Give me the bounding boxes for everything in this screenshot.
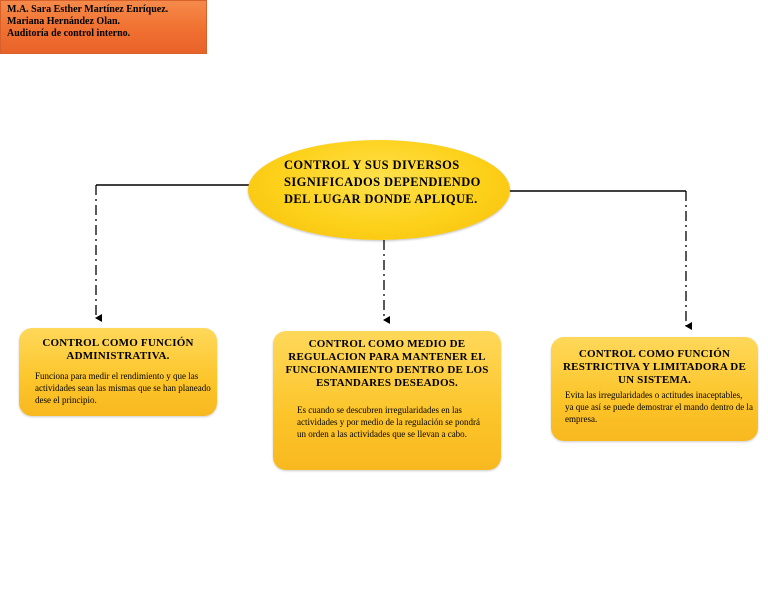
- node-description: Funciona para medir el rendimiento y que…: [35, 371, 211, 405]
- node-description: Es cuando se descubren irregularidades e…: [297, 405, 480, 439]
- node-title: CONTROL COMO MEDIO DE REGULACION PARA MA…: [285, 338, 489, 389]
- central-concept-title: CONTROL Y SUS DIVERSOS SIGNIFICADOS DEPE…: [284, 158, 481, 206]
- connector-right: [508, 190, 692, 330]
- node-regulation-means: CONTROL COMO MEDIO DE REGULACION PARA MA…: [273, 331, 501, 470]
- header-author-1: M.A. Sara Esther Martínez Enríquez.: [7, 4, 169, 15]
- node-title: CONTROL COMO FUNCIÓN ADMINISTRATIVA.: [42, 337, 194, 362]
- node-description: Evita las irregularidades o actitudes in…: [565, 390, 753, 424]
- header-author-2: Mariana Hernández Olan.: [7, 16, 121, 27]
- header-subject: Auditoría de control interno.: [7, 28, 131, 39]
- node-restrictive-function: CONTROL COMO FUNCIÓN RESTRICTIVA Y LIMIT…: [551, 337, 758, 441]
- author-header: M.A. Sara Esther Martínez Enríquez. Mari…: [0, 0, 207, 54]
- node-administrative-function: CONTROL COMO FUNCIÓN ADMINISTRATIVA. Fun…: [19, 328, 217, 416]
- connector-left: [95, 184, 250, 322]
- central-concept-ellipse: CONTROL Y SUS DIVERSOS SIGNIFICADOS DEPE…: [248, 140, 510, 240]
- node-title: CONTROL COMO FUNCIÓN RESTRICTIVA Y LIMIT…: [563, 348, 746, 386]
